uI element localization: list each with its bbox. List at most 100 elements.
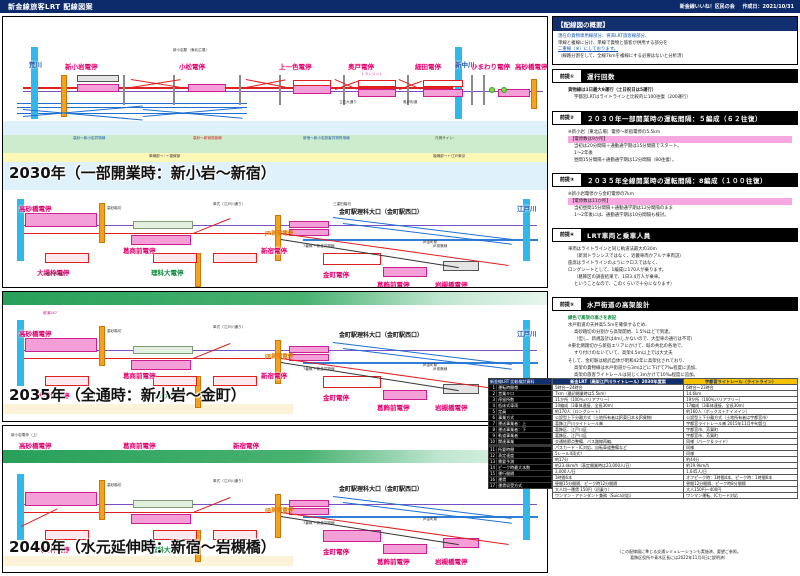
p2040-box-d [45, 530, 89, 540]
p2040-tick-note-1: 高砂踏切 [107, 483, 122, 487]
section-3: 前提③ ２０３５年全線開業時の運転間隔：8編成（１００往復） ※新小岩電停から金… [552, 172, 798, 224]
band-note-1: 高砂～新小岩貨物線 [73, 136, 106, 140]
section-5: 前提⑤ 水戸街道の高架設計 緑色で高架の高さを表記 水戸街道の天井高5.5mを確… [552, 297, 798, 383]
panel-2035: 高砂橋電停 葛商前電停 新宿電停 大場枠電停 理科大電停 金町電停 葛飾前電停 … [2, 291, 548, 422]
crossing-tick-3 [239, 75, 241, 105]
section-1-title: 運行回数 [582, 69, 798, 84]
panel-2030-sky-band-2 [3, 162, 547, 190]
tick-note-3: 三重田踏切 [333, 202, 351, 206]
note-kanamachi-rikadai-gate: 金町駅理科大口（金町駅西口） [339, 209, 424, 216]
p2035-label-rikadai: 理科大電停 [151, 392, 184, 400]
crossing-tick-4 [279, 75, 281, 105]
label-komatsu: 小松電停 [179, 63, 205, 71]
panel-2035-grad-band [3, 292, 547, 305]
p2040-note-top-left: 新小岩電停（上） [11, 433, 40, 437]
p2035-box-takasagobashi [25, 338, 97, 352]
p2040-note-jr-shinjuku: JR新宿電停 [265, 508, 294, 514]
band-note-3: 新宿～新小岩旅客貨物併用線 [303, 136, 350, 140]
note-shinkoiwa-east-plaza: 新小岩駅（東北広場） [173, 48, 209, 52]
p2040-box-iwatsuki [443, 538, 479, 548]
section-1-line-2: 宇都宮LRTはライトラインと比較的に100往復（200運行） [574, 95, 691, 101]
overview-header: 【配線図の概要】 [553, 17, 797, 31]
p2040-label-shinjuku: 新宿電停 [233, 442, 259, 450]
p2040-marker-shinjuku [275, 494, 281, 538]
section-5-line-1: 緑色で高架の高さを表記 [568, 316, 617, 322]
section-4-line-3: 座席はライトラインのようにクロスではなく、 [568, 261, 661, 267]
p2035-note-jr-kanamachi: JR金町駅 [423, 363, 438, 367]
section-4-line-2: （新潟トランシスではなく、近畿車両かアルナ車両説） [574, 254, 684, 259]
year-label-2040: 2040年（水元延伸時：新宿～岩槻橋） [9, 538, 276, 556]
comparison-cell-a: ワンマン・アテンダント兼務（Suica対応） [551, 492, 685, 500]
station-box-shinkoiwa [77, 84, 119, 92]
section-5-title: 水戸街道の高架設計 [582, 297, 798, 312]
p2035-river-edogawa [523, 320, 530, 386]
panel-2040: 高砂橋電停 葛商前電停 新宿電停 大場枠電停 理科大電停 金町電停 葛飾前電停 … [2, 425, 548, 573]
p2035-box-katsushika [383, 390, 427, 400]
p2040-box-b [289, 500, 329, 507]
section-1-line-1: 貨物線は1日最大9運行（土日祝日は5運行） [568, 88, 657, 94]
footer-line-2: 葛飾区役所や青木区長には2022年11月4日に説明済） [630, 555, 728, 560]
label-kamiisshiki: 上一色電停 [279, 63, 312, 71]
p2035-note-kanamachi-gate: 金町駅理科大口（金町駅西口） [339, 332, 424, 339]
section-5-line-7: そして、金町駅は総武自体が昭和42年に高架化されており、 [568, 358, 687, 364]
marker-rikadai [195, 253, 201, 287]
note-transit: トランジット [361, 72, 383, 76]
section-2: 前提② ２０３０年一部開業時の運転間隔：５編成（６２往復） ※新小岩（東北広場）… [552, 110, 798, 169]
p2035-route-note: 都道267 [43, 311, 58, 315]
station-box-okudo-upper [293, 80, 331, 86]
p2035-tick-note-2: 単式（江戸川通り） [213, 325, 246, 329]
section-4-line-6: ということなので、このくらいで十分になります） [574, 282, 675, 288]
crossing-tick-6 [407, 75, 409, 105]
p2040-label-kashowmae: 葛商前電停 [123, 442, 156, 450]
lower-station-box-c [289, 229, 329, 236]
overview-line-3: 二重線（※）にしております。 [558, 47, 619, 53]
title-bar-meta: 新金線いいね！区民の会 作成日：2021/10/31 [674, 3, 794, 10]
tick-note-4: 小松川放水路 [43, 272, 65, 276]
lower-station-box-katsushika [383, 267, 427, 277]
p2035-lrt-track [21, 358, 271, 359]
crossing-tick-2 [173, 75, 175, 105]
marker-takasago [99, 203, 105, 243]
lrt-track-red [23, 87, 453, 89]
band-note-5: 単線部→｜←複線部 [149, 154, 181, 158]
section-2-head: 前提② ２０３０年一部開業時の運転間隔：５編成（６２往復） [552, 110, 798, 125]
p2040-label-iwatsukibashi: 岩槻橋電停 [435, 558, 468, 566]
section-2-line-3: 当初は20分間隔＋通勤通学期は15分間隔でスタート。 [574, 143, 682, 149]
section-2-title: ２０３０年一部開業時の運転間隔：５編成（６２往復） [582, 110, 798, 125]
note-jr-kanamachi: JR金町駅 [423, 240, 438, 244]
footer-line-1: （この配線図に準じる交通シミュレーションも実施済、要望ご参照。 [617, 549, 741, 554]
p2040-label-katsushikamae: 葛飾前電停 [377, 558, 410, 566]
p2040-box-rikadai [153, 530, 197, 540]
section-5-head: 前提⑤ 水戸街道の高架設計 [552, 297, 798, 312]
section-5-line-5: ※東北側踏切から新宿エリアにかけて、既の共北の各地で、 [568, 344, 686, 350]
lower-station-box-e [213, 253, 257, 263]
section-4-line-5: （葛飾区の調査結果で、1日3.4万人が乗車。 [574, 275, 663, 281]
overview-line-4: （線路分割をして、全線7kmを複線にする必要はないと分析済） [558, 53, 686, 59]
overview-column: 【配線図の概要】 現在の貨物専用線部分、将来LRT旅客線部分、 単線と複線に分け… [552, 16, 798, 384]
comparison-table: 新金LRT（高架江戸川ライトレール）2030年度案宇都宮ライトレール（ライトライ… [551, 377, 798, 500]
p2040-lrt-track [21, 512, 271, 513]
panel-2030: 荒川 新小岩電停 小松電停 上一色電停 奥戸電停 細田電停 ひまわり電停 高砂橋… [2, 16, 548, 288]
lower-station-box-kanamachi [323, 253, 381, 265]
section-5-line-3: 高砂踏切の分割から高架開始、1.5%ほどで到達。 [574, 330, 673, 336]
junction-dot-1 [489, 87, 495, 93]
section-5-body: 緑色で高架の高さを表記 水戸街道の天井高5.5mを確保するため、 高砂踏切の分割… [552, 311, 798, 383]
lower-label-katsushikamae: 葛飾前電停 [377, 281, 410, 288]
river-edogawa-bar [523, 199, 530, 261]
p2035-box-rikadai [153, 376, 197, 386]
section-5-line-9: 高架の旅客ライトレールは同じく3mかけて10‰程度に追加。 [574, 372, 698, 378]
section-1-no: 前提① [552, 69, 582, 84]
comparison-header-utsunomiya: 宇都宮ライトレール（ライトライン） [683, 377, 798, 386]
station-marker-shinkoiwa [61, 75, 67, 117]
p2035-box-a [133, 346, 193, 354]
lower-label-oobawaku: 大場枠電停 [37, 269, 70, 277]
p2035-box-iwatsuki [443, 384, 479, 394]
overview-body: 現在の貨物専用線部分、将来LRT旅客線部分、 単線と複線に分け、単線で貨物と旅客… [553, 31, 797, 64]
p2040-marker-takasago [99, 480, 105, 520]
section-2-body: ※新小岩（東北広場）電停～新宿電停の5.5km 【電停数は9か所】 当初は20分… [552, 125, 798, 169]
section-5-line-8: 高架の貨物線は水戸街道から3mほどに下げて7‰程度に追加、 [574, 365, 700, 371]
p2035-label-iwatsukibashi: 岩槻橋電停 [435, 404, 468, 412]
